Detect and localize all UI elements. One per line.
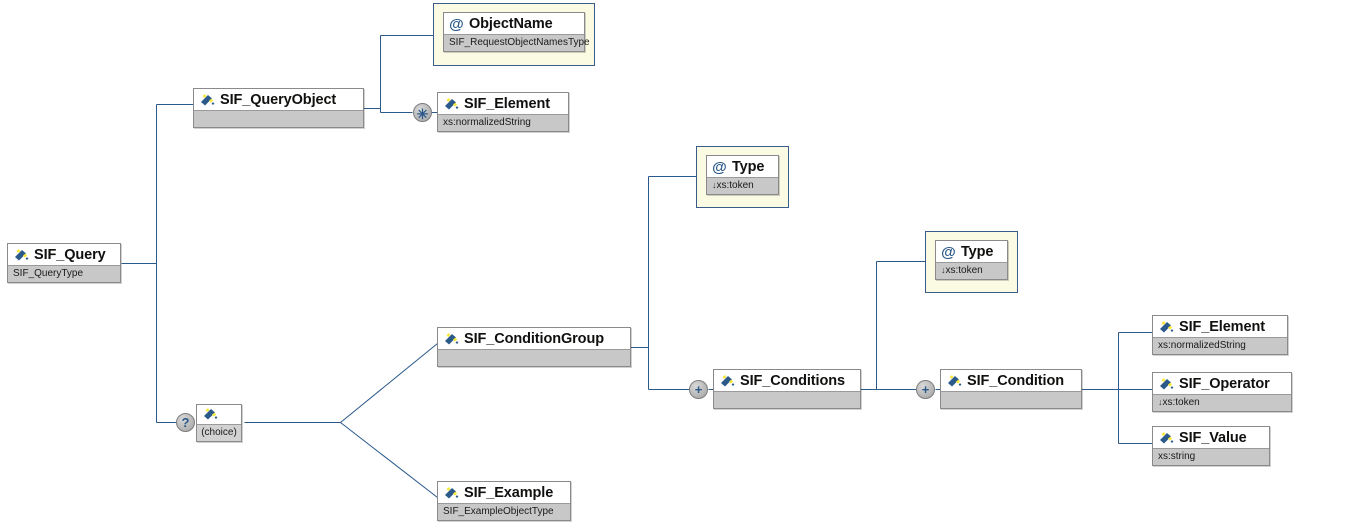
node-type bbox=[714, 391, 860, 408]
occurrence-marker-question[interactable]: ? bbox=[176, 413, 195, 432]
node-sif-condition[interactable]: SIF_Condition bbox=[940, 369, 1082, 409]
node-label: SIF_ConditionGroup bbox=[464, 331, 604, 347]
plus-icon: + bbox=[694, 382, 703, 397]
node-title: @ ObjectName bbox=[444, 13, 584, 34]
node-label: SIF_Element bbox=[464, 96, 550, 112]
node-title: SIF_Condition bbox=[941, 370, 1081, 391]
node-label: SIF_Condition bbox=[967, 373, 1064, 389]
node-type: SIF_RequestObjectNamesType bbox=[444, 34, 590, 51]
node-label: ObjectName bbox=[469, 16, 553, 32]
star-icon: ✳ bbox=[416, 106, 429, 122]
node-label: SIF_Element bbox=[1179, 319, 1265, 335]
node-label: SIF_Operator bbox=[1179, 376, 1270, 392]
node-sif-operator[interactable]: SIF_Operator ↓xs:token bbox=[1152, 372, 1292, 412]
element-icon bbox=[719, 374, 735, 388]
element-icon bbox=[1158, 320, 1174, 334]
node-sif-example[interactable]: SIF_Example SIF_ExampleObjectType bbox=[437, 481, 571, 521]
node-type: xs:normalizedString bbox=[1153, 337, 1287, 354]
expand-marker-conditions[interactable]: + bbox=[689, 380, 708, 399]
node-objectname[interactable]: @ ObjectName SIF_RequestObjectNamesType bbox=[443, 12, 590, 52]
choice-label: (choice) bbox=[197, 424, 241, 441]
plus-icon: + bbox=[921, 382, 930, 397]
element-icon bbox=[443, 97, 459, 111]
node-label: Type bbox=[961, 244, 994, 260]
attribute-frame-objectname: @ ObjectName SIF_RequestObjectNamesType bbox=[433, 3, 595, 66]
node-type bbox=[941, 391, 1081, 408]
node-title: @ Type bbox=[707, 156, 778, 177]
node-title: SIF_Operator bbox=[1153, 373, 1291, 394]
node-type bbox=[194, 110, 363, 127]
inherit-arrow-icon: ↓ bbox=[941, 265, 946, 275]
node-label: SIF_Value bbox=[1179, 430, 1247, 446]
node-sif-queryobject[interactable]: SIF_QueryObject bbox=[193, 88, 364, 128]
element-icon bbox=[1158, 377, 1174, 391]
node-type-attribute-1[interactable]: @ Type ↓xs:token bbox=[706, 155, 779, 195]
node-title: SIF_Element bbox=[1153, 316, 1287, 337]
node-title: SIF_QueryObject bbox=[194, 89, 363, 110]
question-icon: ? bbox=[181, 415, 190, 430]
attribute-icon: @ bbox=[712, 158, 727, 176]
element-icon bbox=[946, 374, 962, 388]
node-label: SIF_QueryObject bbox=[220, 92, 337, 108]
node-label: Type bbox=[732, 159, 765, 175]
node-title: SIF_ConditionGroup bbox=[438, 328, 630, 349]
choice-icon-row bbox=[197, 405, 241, 424]
node-type: xs:normalizedString bbox=[438, 114, 568, 131]
node-title: SIF_Query bbox=[8, 244, 120, 265]
node-type: ↓xs:token bbox=[936, 262, 1007, 279]
node-type-text: xs:token bbox=[1162, 397, 1200, 408]
element-icon bbox=[443, 486, 459, 500]
attribute-icon: @ bbox=[449, 15, 464, 33]
attribute-frame-type-2: @ Type ↓xs:token bbox=[925, 231, 1018, 293]
node-title: SIF_Example bbox=[438, 482, 570, 503]
node-sif-element-right[interactable]: SIF_Element xs:normalizedString bbox=[1152, 315, 1288, 355]
node-title: @ Type bbox=[936, 241, 1007, 262]
node-type-text: xs:token bbox=[716, 180, 754, 191]
node-title: SIF_Element bbox=[438, 93, 568, 114]
node-type bbox=[438, 349, 630, 366]
node-title: SIF_Conditions bbox=[714, 370, 860, 391]
node-sif-query[interactable]: SIF_Query SIF_QueryType bbox=[7, 243, 121, 283]
element-icon bbox=[1158, 431, 1174, 445]
attribute-icon: @ bbox=[941, 243, 956, 261]
element-icon bbox=[199, 93, 215, 107]
node-type: ↓xs:token bbox=[707, 177, 778, 194]
attribute-frame-type-1: @ Type ↓xs:token bbox=[696, 146, 789, 208]
node-choice-compositor[interactable]: (choice) bbox=[196, 404, 242, 442]
occurrence-marker-star[interactable]: ✳ bbox=[413, 103, 432, 122]
node-label: SIF_Query bbox=[34, 247, 106, 263]
node-sif-conditions[interactable]: SIF_Conditions bbox=[713, 369, 861, 409]
node-type: xs:string bbox=[1153, 448, 1269, 465]
node-title: SIF_Value bbox=[1153, 427, 1269, 448]
element-icon bbox=[13, 248, 29, 262]
node-sif-element-top[interactable]: SIF_Element xs:normalizedString bbox=[437, 92, 569, 132]
expand-marker-condition[interactable]: + bbox=[916, 380, 935, 399]
node-type-attribute-2[interactable]: @ Type ↓xs:token bbox=[935, 240, 1008, 280]
node-sif-conditiongroup[interactable]: SIF_ConditionGroup bbox=[437, 327, 631, 367]
node-sif-value[interactable]: SIF_Value xs:string bbox=[1152, 426, 1270, 466]
element-icon bbox=[202, 408, 218, 425]
node-type: SIF_ExampleObjectType bbox=[438, 503, 570, 520]
node-type-text: xs:token bbox=[945, 265, 983, 276]
node-type: ↓xs:token bbox=[1153, 394, 1291, 411]
element-icon bbox=[443, 332, 459, 346]
node-label: SIF_Example bbox=[464, 485, 554, 501]
node-type: SIF_QueryType bbox=[8, 265, 120, 282]
inherit-arrow-icon: ↓ bbox=[1158, 397, 1163, 407]
node-label: SIF_Conditions bbox=[740, 373, 845, 389]
inherit-arrow-icon: ↓ bbox=[712, 180, 717, 190]
